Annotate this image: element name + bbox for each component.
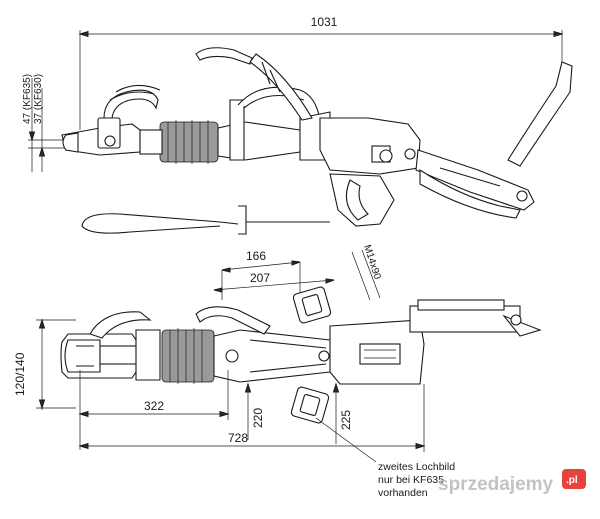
dim-225: 225	[339, 410, 353, 430]
dim-220: 220	[251, 408, 265, 428]
dim-322: 322	[144, 399, 164, 413]
dim-728: 728	[228, 431, 248, 445]
bellows	[159, 120, 219, 164]
watermark-badge-text: .pl	[566, 475, 578, 486]
side-view: 1031 47 (KF635) 37 (KF630)	[22, 15, 573, 235]
note-line-3: vorhanden	[378, 487, 428, 499]
watermark-text: sprzedajemy	[438, 474, 554, 495]
dim-120-140: 120/140	[13, 352, 27, 396]
dim-1031: 1031	[311, 15, 338, 29]
dim-166: 166	[246, 249, 266, 263]
dim-37-kf630: 37 (KF630)	[33, 74, 44, 124]
watermark: sprzedajemy .pl	[438, 469, 586, 495]
plan-view: 166 207 M14x90 120/140	[13, 244, 542, 499]
note-line-2: nur bei KF635	[378, 474, 444, 486]
watermark-badge	[562, 469, 586, 489]
note-line-1: zweites Lochbild	[378, 461, 455, 473]
dim-47-kf635: 47 (KF635)	[22, 74, 33, 124]
dim-m14x90: M14x90	[361, 244, 383, 282]
dim-207: 207	[250, 271, 270, 285]
